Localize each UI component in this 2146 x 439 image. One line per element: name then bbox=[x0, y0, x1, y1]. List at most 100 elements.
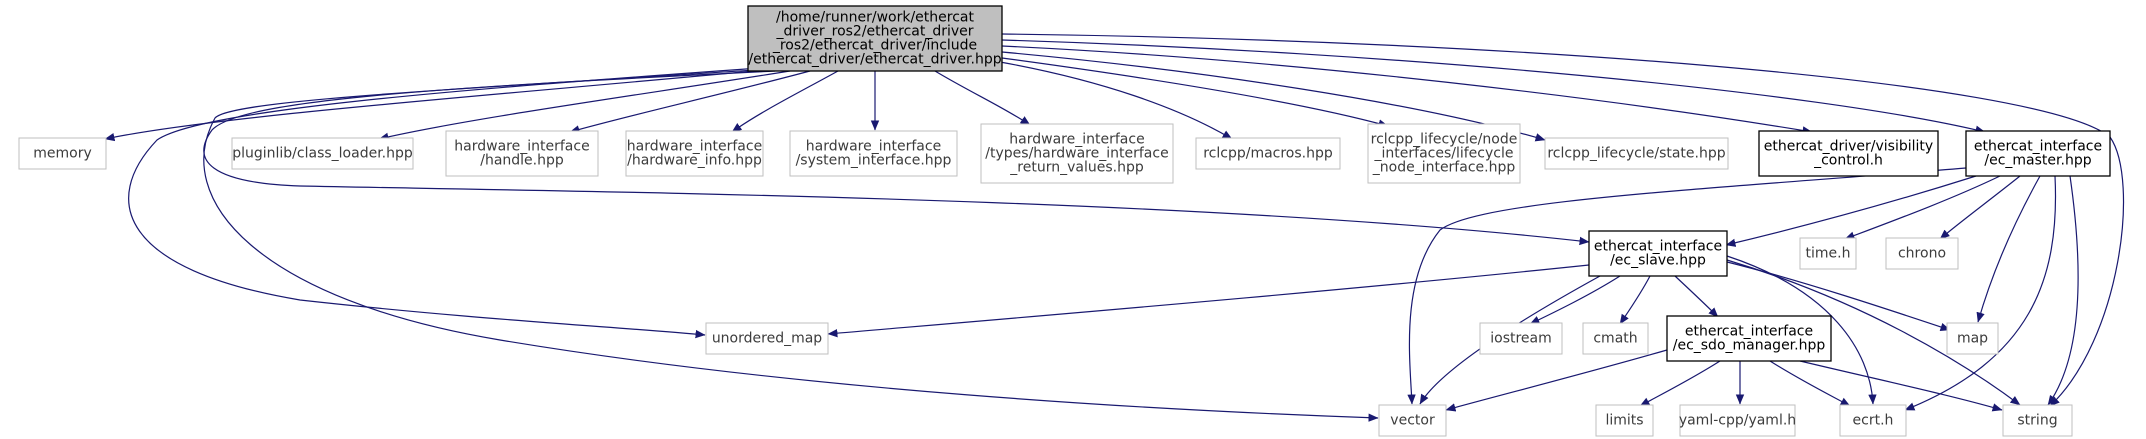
node-label-line: _driver_ros2/ethercat_driver bbox=[775, 24, 973, 40]
node-lifecycle-node-interface[interactable]: rclcpp_lifecycle/node_interfaces/lifecyc… bbox=[1367, 123, 1521, 184]
node-label-line: hardware_interface bbox=[1009, 132, 1144, 148]
node-label-line: string bbox=[2017, 413, 2057, 429]
node-iostream[interactable]: iostream bbox=[1479, 322, 1563, 355]
node-box bbox=[1588, 230, 1728, 277]
edge-root-to-class_loader bbox=[378, 70, 791, 141]
node-vector[interactable]: vector bbox=[1378, 404, 1447, 437]
node-label-line: /handle.hpp bbox=[480, 153, 564, 169]
node-label-line: time.h bbox=[1806, 246, 1851, 262]
edge-ec_slave-to-string bbox=[1726, 259, 2021, 406]
node-macros[interactable]: rclcpp/macros.hpp bbox=[1195, 137, 1341, 170]
edge-ec_sdo_manager-to-limits bbox=[1639, 360, 1721, 407]
node-ecrt[interactable]: ecrt.h bbox=[1839, 404, 1907, 437]
node-label-line: /hardware_info.hpp bbox=[627, 153, 762, 169]
node-label-line: _interfaces/lifecycle bbox=[1374, 146, 1514, 162]
node-string[interactable]: string bbox=[2002, 404, 2073, 437]
node-box bbox=[1378, 404, 1447, 437]
node-state[interactable]: rclcpp_lifecycle/state.hpp bbox=[1544, 137, 1729, 170]
node-label-line: ethercat_interface bbox=[1685, 324, 1813, 340]
node-hardware-info[interactable]: hardware_interface/hardware_info.hpp bbox=[625, 130, 764, 177]
edge-ec_master-to-vector bbox=[1407, 167, 1967, 405]
edge-ec_slave-to-iostream bbox=[1529, 275, 1621, 325]
node-class-loader[interactable]: pluginlib/class_loader.hpp bbox=[231, 137, 414, 170]
node-memory[interactable]: memory bbox=[18, 137, 107, 170]
node-label-line: yaml-cpp/yaml.h bbox=[1679, 413, 1796, 429]
node-label-line: /types/hardware_interface bbox=[985, 146, 1168, 162]
node-label-line: hardware_interface bbox=[806, 139, 941, 155]
node-limits[interactable]: limits bbox=[1595, 404, 1654, 437]
node-label-line: /ec_slave.hpp bbox=[1610, 253, 1706, 269]
node-cmath[interactable]: cmath bbox=[1582, 322, 1649, 355]
node-label-line: vector bbox=[1390, 413, 1435, 429]
node-box bbox=[1367, 123, 1521, 184]
node-box bbox=[1679, 404, 1796, 437]
node-ec-master[interactable]: ethercat_interface/ec_master.hpp bbox=[1965, 130, 2111, 177]
edge-ec_sdo_manager-to-ecrt bbox=[1769, 360, 1851, 407]
edge-root-to-hardware_info bbox=[731, 70, 839, 133]
node-box bbox=[1544, 137, 1729, 170]
node-label-line: _node_interface.hpp bbox=[1372, 160, 1516, 176]
node-label-line: ethercat_interface bbox=[1974, 139, 2102, 155]
node-box bbox=[1885, 237, 1959, 270]
node-box bbox=[705, 322, 829, 355]
node-ec-sdo-manager[interactable]: ethercat_interface/ec_sdo_manager.hpp bbox=[1666, 315, 1832, 362]
edge-root-to-memory bbox=[104, 68, 776, 142]
node-ec-slave[interactable]: ethercat_interface/ec_slave.hpp bbox=[1588, 230, 1728, 277]
node-box bbox=[1595, 404, 1654, 437]
edge-root-to-macros bbox=[999, 61, 1233, 140]
edge-ec_sdo_manager-to-string bbox=[1799, 360, 2003, 412]
node-box bbox=[1195, 137, 1341, 170]
node-box bbox=[625, 130, 764, 177]
node-box bbox=[1946, 322, 1999, 355]
node-system-interface[interactable]: hardware_interface/system_interface.hpp bbox=[789, 130, 958, 177]
node-box bbox=[980, 123, 1174, 184]
edge-root-to-vector bbox=[203, 68, 1379, 422]
node-root[interactable]: /home/runner/work/ethercat_driver_ros2/e… bbox=[747, 5, 1003, 72]
node-label-line: rclcpp_lifecycle/state.hpp bbox=[1547, 146, 1725, 162]
node-box bbox=[1839, 404, 1907, 437]
node-label-line: ethercat_driver/visibility bbox=[1764, 139, 1933, 155]
edge-ec_master-to-string bbox=[2047, 175, 2079, 406]
node-label-line: unordered_map bbox=[712, 331, 822, 347]
edge-ec_master-to-time_h bbox=[1844, 175, 2001, 240]
node-map[interactable]: map bbox=[1946, 322, 1999, 355]
node-box bbox=[2002, 404, 2073, 437]
node-label-line: /system_interface.hpp bbox=[796, 153, 952, 169]
edge-root-to-string bbox=[1001, 33, 2125, 407]
node-label-line: /home/runner/work/ethercat bbox=[776, 10, 974, 26]
edge-ec_slave-to-cmath bbox=[1619, 275, 1651, 325]
node-visibility-control[interactable]: ethercat_driver/visibility_control.h bbox=[1758, 130, 1939, 177]
node-box bbox=[1479, 322, 1563, 355]
edge-root-to-ec_slave bbox=[203, 70, 1590, 246]
edge-ec_sdo_manager-to-vector bbox=[1445, 349, 1668, 412]
node-hw-return-values[interactable]: hardware_interface/types/hardware_interf… bbox=[980, 123, 1174, 184]
node-box bbox=[1582, 322, 1649, 355]
edge-root-to-ec_master bbox=[1001, 39, 1986, 134]
edge-ec_slave-to-ecrt bbox=[1726, 255, 1877, 405]
node-label-line: ecrt.h bbox=[1853, 413, 1894, 429]
edge-ec_master-to-chrono bbox=[1939, 175, 2021, 240]
node-label-line: _control.h bbox=[1813, 153, 1883, 169]
node-unordered-map[interactable]: unordered_map bbox=[705, 322, 829, 355]
node-label-line: hardware_interface bbox=[627, 139, 762, 155]
node-yaml[interactable]: yaml-cpp/yaml.h bbox=[1679, 404, 1796, 437]
edge-ec_slave-to-ec_sdo_manager bbox=[1674, 275, 1719, 318]
node-chrono[interactable]: chrono bbox=[1885, 237, 1959, 270]
node-time-h[interactable]: time.h bbox=[1799, 237, 1857, 270]
node-label-line: pluginlib/class_loader.hpp bbox=[232, 146, 413, 162]
node-label-line: rclcpp_lifecycle/node bbox=[1371, 132, 1518, 148]
node-label-line: cmath bbox=[1593, 331, 1637, 347]
edge-ec_master-to-map bbox=[1976, 175, 2041, 323]
node-label-line: rclcpp/macros.hpp bbox=[1203, 146, 1333, 162]
edge-ec_slave-to-unordered_map bbox=[827, 264, 1590, 338]
node-handle[interactable]: hardware_interface/handle.hpp bbox=[445, 130, 599, 177]
node-label-line: _ros2/ethercat_driver/include bbox=[772, 38, 977, 54]
node-label-line: ethercat_interface bbox=[1594, 239, 1722, 255]
edge-ec_master-to-ecrt bbox=[1904, 175, 2057, 411]
dependency-nodes: /home/runner/work/ethercat_driver_ros2/e… bbox=[18, 5, 2111, 437]
edge-root-to-handle bbox=[569, 70, 811, 134]
node-box bbox=[747, 5, 1003, 72]
node-box bbox=[445, 130, 599, 177]
node-label-line: /ec_master.hpp bbox=[1984, 153, 2091, 169]
